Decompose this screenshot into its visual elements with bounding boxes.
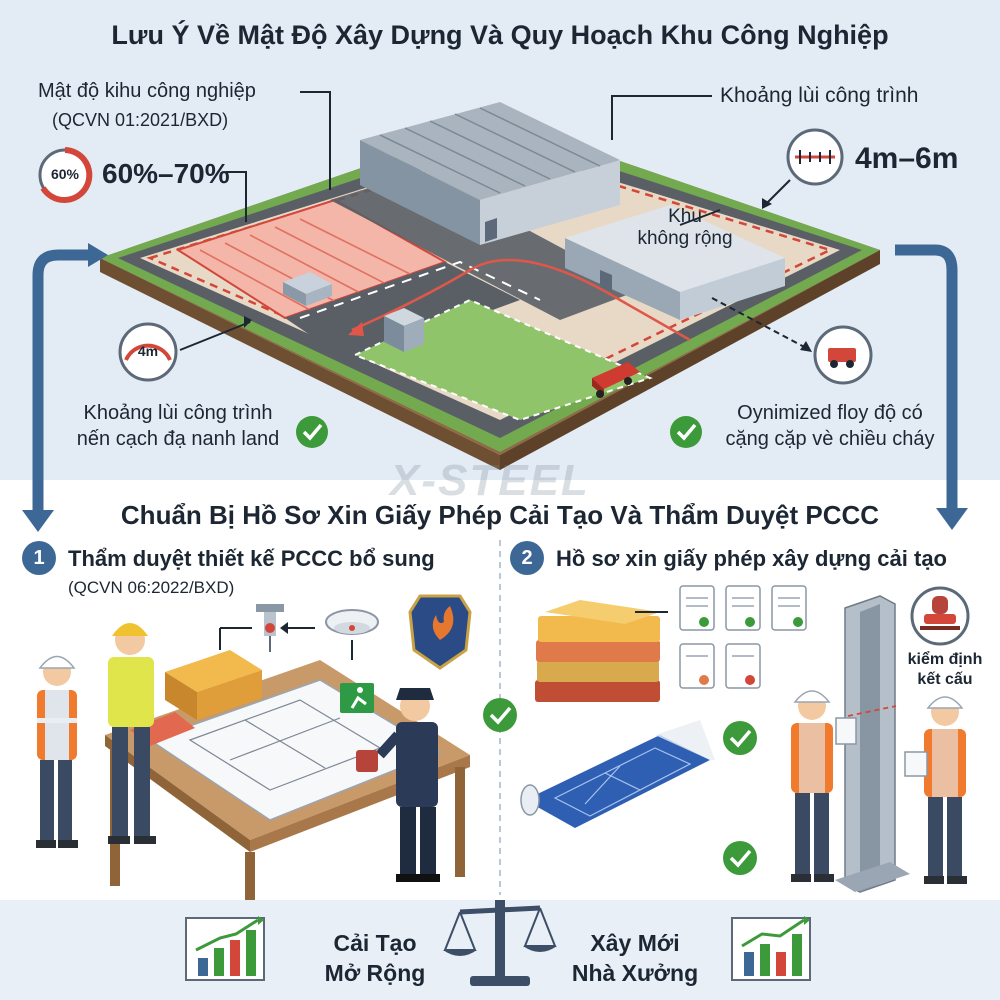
fire-note-line2: cặng cặp vè chiều cháy [725, 428, 935, 450]
permit-documents-icons [679, 585, 807, 689]
footer-right-line2: Nhà Xưởng [571, 960, 699, 986]
density-gauge-icon [38, 147, 93, 203]
zone-label: Khu không rộng [605, 206, 765, 250]
density-reference: (QCVN 01:2021/BXD) [52, 110, 229, 130]
setback-note-line2: nến cạch đạ nanh land [76, 428, 280, 450]
step1-reference: (QCVN 06:2022/BXD) [68, 578, 235, 597]
footer-right-label: Xây Mới Nhà Xưởng [560, 928, 710, 988]
exit-sign-icon [340, 683, 374, 713]
approval-stamp-icon [910, 586, 970, 646]
fire-officer-stamping [356, 688, 440, 882]
setback-note: Khoảng lùi công trình nến cạch đạ nanh l… [58, 400, 298, 452]
footer-right-line1: Xây Mới [590, 930, 680, 956]
setback-badge-text: 4m [137, 343, 159, 359]
ruler-icon [786, 128, 844, 186]
zone-label-line2: không rộng [637, 228, 733, 249]
fire-department-badge-icon [408, 594, 472, 670]
smoke-detector-icon [325, 609, 379, 635]
step2-circle [510, 541, 544, 575]
density-label: Mật độ kihu công nghiệp [38, 80, 256, 102]
density-badge-text: 60% [50, 166, 80, 182]
watermark-logo: X-STEEL [390, 456, 590, 505]
check-icon-bottom-3 [723, 841, 757, 875]
footer-left-line2: Mở Rộng [324, 960, 426, 986]
inspection-label-line1: kiểm định [907, 651, 983, 668]
footer-left-label: Cải Tạo Mở Rộng [300, 928, 450, 988]
fire-note-line1: Oynimized floy độ có [737, 402, 923, 424]
growth-chart-icon-left [185, 916, 265, 981]
zone-label-line1: Khu [668, 206, 702, 227]
fire-truck-icon [813, 325, 873, 385]
page-title-top: Lưu Ý Về Mật Độ Xây Dựng Và Quy Hoạch Kh… [111, 20, 889, 50]
permit-dossier-illustration [520, 585, 970, 893]
engineer-worker-middle [108, 623, 156, 844]
step2-number: 2 [521, 547, 533, 569]
site-plan-illustration [100, 102, 880, 470]
setback-note-line1: Khoảng lùi công trình [83, 402, 273, 424]
fire-note: Oynimized floy độ có cặng cặp vè chiều c… [705, 400, 955, 452]
step1-number: 1 [33, 547, 45, 569]
page-title-bottom: Chuẩn Bị Hồ Sơ Xin Giấy Phép Cải Tạo Và … [120, 500, 880, 530]
sprinkler-icon [256, 604, 284, 652]
check-icon-bottom-1 [483, 698, 517, 732]
footer-left-line1: Cải Tạo [333, 930, 417, 956]
density-value: 60%–70% [102, 158, 230, 189]
inspection-label-line2: kết cấu [917, 671, 973, 688]
setback-value: 4m–6m [855, 142, 959, 175]
inspection-label: kiểm định kết cấu [895, 650, 995, 690]
check-icon-setback [296, 416, 328, 448]
inspector-worker-left [791, 690, 857, 882]
step1-title: Thẩm duyệt thiết kế PCCC bổ sung [68, 546, 435, 571]
inspector-worker-right [904, 696, 967, 884]
fire-review-illustration [36, 594, 472, 900]
check-icon-bottom-2 [723, 721, 757, 755]
step2-title: Hồ sơ xin giấy phép xây dựng cải tạo [556, 546, 947, 571]
balance-scale-icon [443, 900, 557, 986]
step1-circle [22, 541, 56, 575]
engineer-worker-left [36, 655, 78, 848]
check-icon-fire [670, 416, 702, 448]
steel-column [835, 595, 910, 893]
setback-badge-icon [118, 322, 178, 382]
growth-chart-icon-right [731, 916, 811, 981]
setback-label-right: Khoảng lùi công trình [720, 84, 919, 107]
